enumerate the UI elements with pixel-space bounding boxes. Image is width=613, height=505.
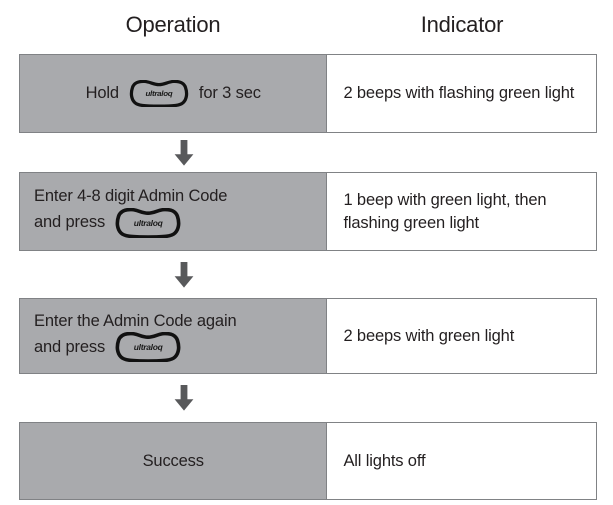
indicator-text: 2 beeps with green light [343,326,515,345]
operation-text-line2: and press ultraloq [34,207,227,238]
operation-text-line1: Enter the Admin Code again [34,311,237,330]
operation-text-line1: Enter 4-8 digit Admin Code [34,187,228,206]
arrow-down-icon [173,385,195,411]
indicator-text: 1 beep with green light, then flashing g… [343,191,547,232]
ultraloq-blob-logo: ultraloq [111,207,185,238]
operation-text-prefix: Hold [85,84,119,103]
ultraloq-blob-logo: ultraloq [111,332,185,363]
column-header-operation: Operation [125,12,221,37]
indicator-text: All lights off [343,451,426,470]
operation-cell: Enter the Admin Code again and press ult… [20,299,328,373]
operation-text-prefix: and press [34,337,106,356]
arrow-connector [19,251,597,298]
operation-content: Hold ultraloq for 3 sec [86,80,261,107]
column-headers: Operation Indicator [19,4,597,46]
arrow-connector [19,374,597,422]
arrow-down-icon [173,139,195,166]
table-row: Enter 4-8 digit Admin Code and press ult… [19,172,597,251]
operation-cell: Success [20,423,328,499]
operation-text-line2: and press ultraloq [34,332,237,363]
operation-content: Enter 4-8 digit Admin Code and press ult… [34,185,228,238]
operation-cell: Enter 4-8 digit Admin Code and press ult… [20,173,328,250]
indicator-cell: 2 beeps with flashing green light [327,55,596,132]
indicator-cell: 2 beeps with green light [327,299,596,373]
arrow-connector [19,133,597,172]
indicator-text: 2 beeps with flashing green light [343,84,575,103]
table-row: Enter the Admin Code again and press ult… [19,298,597,374]
operation-cell: Hold ultraloq for 3 sec [20,55,328,132]
indicator-cell: 1 beep with green light, then flashing g… [327,173,596,250]
ultraloq-blob-logo: ultraloq [125,80,193,107]
indicator-cell: All lights off [327,423,596,499]
operation-text-suffix: for 3 sec [198,84,261,103]
table-row: Hold ultraloq for 3 sec 2 beeps with fla… [19,54,597,133]
column-header-indicator: Indicator [420,12,504,37]
operation-text-prefix: and press [34,213,106,232]
table-row: Success All lights off [19,422,597,500]
setup-flow-table: Hold ultraloq for 3 sec 2 beeps with fla… [19,54,597,500]
operation-content: Enter the Admin Code again and press ult… [34,310,237,363]
operation-text-prefix: Success [142,451,204,470]
arrow-down-icon [173,261,195,288]
